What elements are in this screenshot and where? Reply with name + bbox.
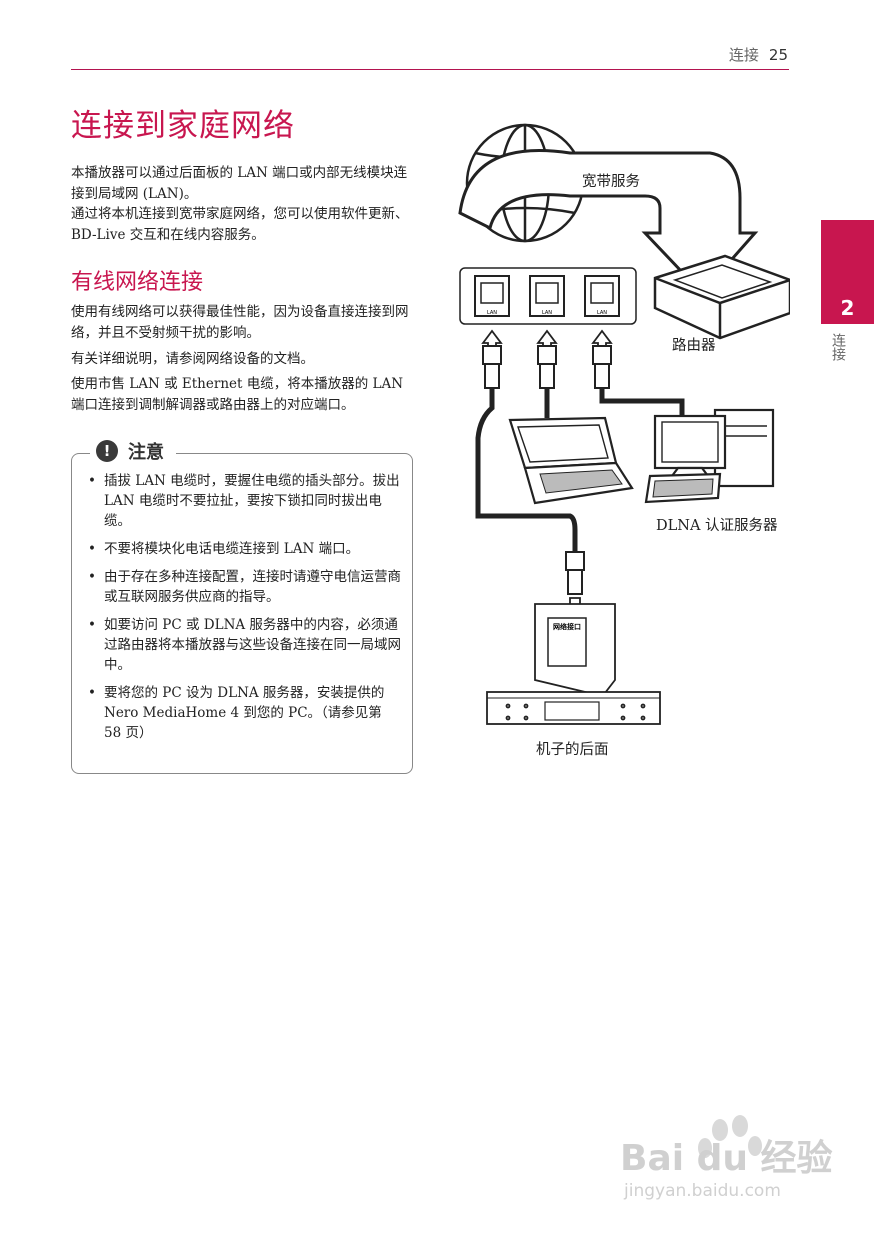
note-item-text: 如要访问 PC 或 DLNA 服务器中的内容，必须通过路由器将本播放器与这些设备… — [104, 617, 401, 673]
warning-icon: ! — [96, 440, 118, 462]
ethernet-plug-icon — [482, 345, 612, 389]
lan-port-icon: LAN — [584, 275, 620, 317]
chapter-label: 连接 — [830, 333, 846, 361]
broadband-arrow — [458, 149, 759, 296]
rear-panel-label: 机子的后面 — [536, 741, 609, 758]
intro-paragraph-1: 本播放器可以通过后面板的 LAN 端口或内部无线模块连接到局域网 (LAN)。 — [71, 165, 408, 202]
lan-port-icon: LAN — [474, 275, 510, 317]
section-heading-wired: 有线网络连接 — [71, 270, 204, 295]
page-header: 连接 25 — [729, 44, 788, 65]
watermark-brand: Bai du 经验 — [620, 1138, 833, 1179]
wired-paragraph-3: 使用市售 LAN 或 Ethernet 电缆，将本播放器的 LAN 端口连接到调… — [71, 376, 404, 413]
network-diagram: 宽带服务 路由器 LAN LAN LAN — [458, 123, 790, 758]
wired-paragraph-2: 有关详细说明，请参阅网络设备的文档。 — [71, 351, 314, 367]
bullet: • — [88, 617, 96, 633]
header-section-title: 连接 — [728, 46, 759, 64]
note-item-text: 要将您的 PC 设为 DLNA 服务器，安装提供的 Nero MediaHome… — [104, 685, 385, 741]
note-item-text: 由于存在多种连接配置，连接时请遵守电信运营商或互联网服务供应商的指导。 — [104, 569, 401, 605]
dlna-label: DLNA 认证服务器 — [656, 517, 778, 534]
bullet: • — [88, 569, 96, 585]
chapter-tab: 2 — [821, 220, 874, 324]
list-item: • 由于存在多种连接配置，连接时请遵守电信运营商或互联网服务供应商的指导。 — [88, 567, 402, 607]
lan-port-label: LAN — [597, 310, 607, 316]
list-item: • 插拔 LAN 电缆时，要握住电缆的插头部分。拔出 LAN 电缆时不要拉扯，要按… — [88, 471, 402, 531]
note-list: • 插拔 LAN 电缆时，要握住电缆的插头部分。拔出 LAN 电缆时不要拉扯，要按… — [88, 471, 402, 751]
wired-paragraph-1: 使用有线网络可以获得最佳性能，因为设备直接连接到网络，并且不受射频干扰的影响。 — [71, 304, 409, 341]
broadband-label: 宽带服务 — [582, 173, 640, 190]
note-item-text: 不要将模块化电话电缆连接到 LAN 端口。 — [104, 541, 360, 557]
page-title: 连接到家庭网络 — [71, 108, 295, 144]
list-item: • 要将您的 PC 设为 DLNA 服务器，安装提供的 Nero MediaHom… — [88, 683, 402, 743]
lan-port-label: LAN — [542, 310, 552, 316]
lan-port-label: LAN — [487, 310, 497, 316]
intro-paragraph-2: 通过将本机连接到宽带家庭网络，您可以使用软件更新、BD-Live 交互和在线内容… — [71, 206, 409, 243]
bullet: • — [88, 685, 96, 701]
network-port-icon — [547, 617, 587, 667]
paw-logo — [698, 1115, 762, 1158]
list-item: • 不要将模块化电话电缆连接到 LAN 端口。 — [88, 539, 402, 559]
bullet: • — [88, 473, 96, 489]
baidu-watermark: Bai du 经验 jingyan.baidu.com — [620, 1115, 833, 1201]
player-rear-icon — [486, 691, 661, 725]
desktop-computer-icon — [644, 408, 775, 504]
router-icon — [653, 254, 790, 340]
lan-port-icon: LAN — [529, 275, 565, 317]
header-rule — [71, 69, 789, 70]
list-item: • 如要访问 PC 或 DLNA 服务器中的内容，必须通过路由器将本播放器与这些设… — [88, 615, 402, 675]
note-header: ! 注意 — [90, 438, 176, 464]
page-number: 25 — [768, 46, 788, 64]
note-title: 注意 — [128, 442, 164, 463]
note-item-text: 插拔 LAN 电缆时，要握住电缆的插头部分。拔出 LAN 电缆时不要拉扯，要按下… — [104, 473, 400, 529]
network-port-label: 网络接口 — [553, 622, 581, 631]
chapter-number: 2 — [840, 296, 855, 320]
watermark-url: jingyan.baidu.com — [623, 1181, 781, 1201]
cables — [475, 388, 685, 558]
ethernet-plug-icon — [565, 551, 585, 595]
laptop-icon — [508, 416, 634, 505]
bullet: • — [88, 541, 96, 557]
note-box — [71, 453, 413, 774]
router-label: 路由器 — [672, 337, 716, 354]
